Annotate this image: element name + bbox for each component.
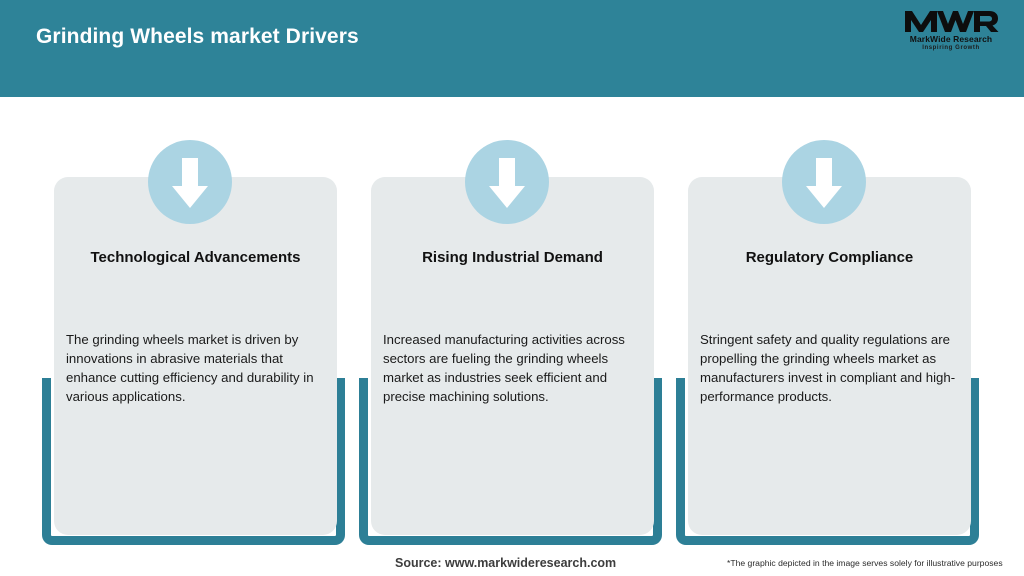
driver-column-3: Regulatory Compliance Stringent safety a… [670, 97, 986, 545]
source-label: Source: www.markwideresearch.com [395, 556, 617, 570]
teal-bracket [359, 378, 662, 545]
page-title: Grinding Wheels market Drivers [36, 25, 359, 48]
down-arrow-glyph [172, 158, 208, 208]
mwr-logo-icon [905, 11, 999, 32]
driver-title: Regulatory Compliance [745, 249, 914, 266]
driver-title: Rising Industrial Demand [422, 249, 603, 266]
driver-card[interactable]: Technological Advancements The grinding … [54, 177, 337, 535]
down-arrow-glyph [489, 158, 525, 208]
driver-description: Stringent safety and quality regulations… [700, 332, 956, 405]
down-arrow-icon [148, 140, 232, 224]
driver-title: Technological Advancements [90, 249, 301, 266]
header-bar: Grinding Wheels market Drivers MarkWide … [0, 0, 1024, 97]
driver-column-2: Rising Industrial Demand Increased manuf… [353, 97, 669, 545]
down-arrow-icon [465, 140, 549, 224]
teal-bracket [42, 378, 345, 545]
logo-company-name: MarkWide Research [909, 34, 993, 44]
disclaimer-note: *The graphic depicted in the image serve… [727, 558, 1003, 568]
teal-bracket [676, 378, 979, 545]
driver-card[interactable]: Rising Industrial Demand Increased manuf… [371, 177, 654, 535]
driver-card[interactable]: Regulatory Compliance Stringent safety a… [688, 177, 971, 535]
logo-tagline: Inspiring Growth [922, 45, 980, 51]
driver-description: The grinding wheels market is driven by … [66, 332, 314, 405]
down-arrow-glyph [806, 158, 842, 208]
brand-logo: MarkWide Research Inspiring Growth [896, 8, 1006, 56]
drivers-columns: Technological Advancements The grinding … [0, 97, 1024, 545]
down-arrow-icon [782, 140, 866, 224]
driver-description: Increased manufacturing activities acros… [383, 332, 625, 405]
driver-column-1: Technological Advancements The grinding … [36, 97, 352, 545]
